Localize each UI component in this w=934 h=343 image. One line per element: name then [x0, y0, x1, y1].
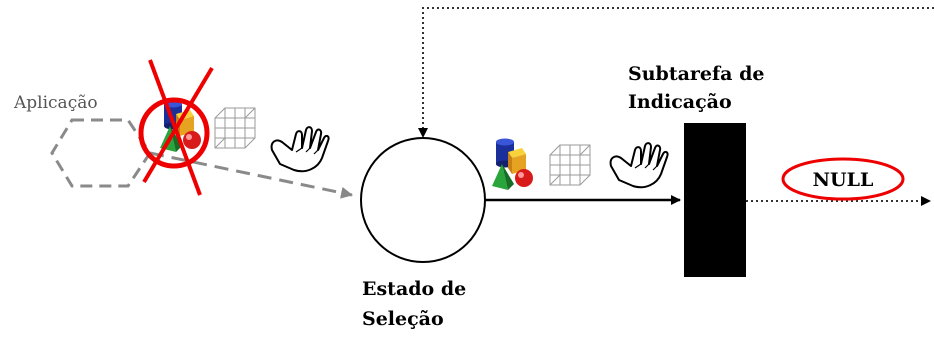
- state-label-line2: Seleção: [362, 308, 444, 330]
- wireframe-cube-icon: [214, 107, 256, 149]
- pointing-hand-icon: [270, 126, 330, 173]
- application-hexagon: [50, 118, 152, 188]
- subtask-label-line1: Subtarefa de: [628, 63, 764, 85]
- feedback-loop-arrow: [418, 7, 934, 138]
- application-to-state-arrow: [149, 151, 353, 199]
- null-label: NULL: [813, 169, 874, 191]
- application-label: Aplicação: [13, 93, 98, 113]
- pointing-hand-icon: [609, 142, 669, 189]
- wireframe-cube-icon: [549, 144, 591, 186]
- 3d-objects-icon: [492, 138, 533, 190]
- red-x-icon: [138, 59, 214, 196]
- state-label-line1: Estado de: [362, 278, 466, 300]
- null-ellipse: [781, 157, 905, 201]
- subtask-block: [684, 123, 746, 277]
- selection-state-circle: [360, 137, 486, 263]
- subtask-label-line2: Indicação: [628, 91, 732, 113]
